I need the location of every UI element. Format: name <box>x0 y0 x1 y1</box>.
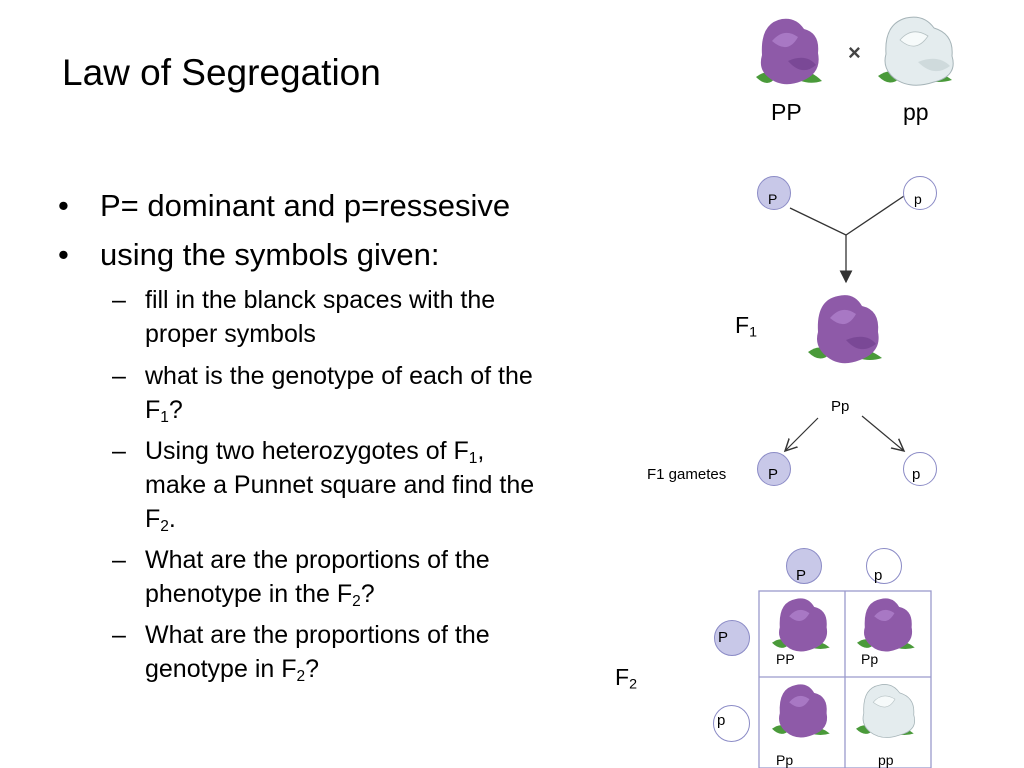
arrow-f1-to-gamete-p-dominant <box>785 417 819 451</box>
punnett-cell-label: Pp <box>861 651 879 667</box>
punnett-grid <box>758 590 932 768</box>
punnett-cell-pp-dominant-flower-icon <box>772 598 830 652</box>
subbullet-text: , make a Punnet square and find the F <box>145 437 535 533</box>
subbullet-text: What are the proportions of the phenotyp… <box>145 546 490 608</box>
punnett-cell-label: PP <box>776 651 795 667</box>
f2-label: F2 <box>615 664 637 693</box>
header-label: P <box>718 629 729 646</box>
dash: – <box>112 621 126 649</box>
punnett-cell-pp-het-flower-icon <box>857 598 915 652</box>
punnett-cell-label: Pp <box>776 752 794 768</box>
header-label: p <box>717 712 726 729</box>
parent-genotype-dominant: PP <box>771 99 802 125</box>
subbullet-text: what is the genotype of each of the F <box>145 362 533 424</box>
slide-title: Law of Segregation <box>62 52 381 93</box>
cross-symbol: × <box>848 40 861 65</box>
f1-label: F1 <box>735 312 757 341</box>
punnett-cell-ph-flower-icon <box>772 684 830 738</box>
gamete-join-lines <box>789 195 905 236</box>
parent-genotype-recessive: pp <box>903 99 929 125</box>
header-label: p <box>874 567 883 584</box>
bullet-dominant-recessive: • P= dominant and p=ressesive <box>58 188 511 224</box>
bullet-text: P= dominant and p=ressesive <box>100 188 511 223</box>
gamete-label: P <box>768 191 778 207</box>
parent-purple-flower-icon <box>756 18 822 85</box>
subbullet-text: ? <box>305 655 320 683</box>
subbullet-genotype-f2: – What are the proportions of the genoty… <box>112 618 565 686</box>
f1-genotype: Pp <box>831 398 850 415</box>
punnett-row-header-dominant: P <box>714 620 750 656</box>
gamete-label: P <box>768 466 779 483</box>
dash: – <box>112 546 126 574</box>
subscript: 2 <box>352 592 361 610</box>
dash: – <box>112 286 126 314</box>
subbullet-text: Using two heterozygotes of F <box>145 437 469 465</box>
dash: – <box>112 362 126 390</box>
subbullet-punnett: – Using two heterozygotes of F1, make a … <box>112 434 550 536</box>
f1-subscript: 1 <box>749 324 757 341</box>
f1-letter: F <box>735 312 750 338</box>
gamete-label: p <box>914 191 922 207</box>
f1-gametes-label: F1 gametes <box>647 466 727 483</box>
punnett-row-header-recessive: p <box>713 705 750 742</box>
subbullet-text: fill in the blanck spaces with the prope… <box>145 286 496 348</box>
punnett-col-header-recessive: p <box>866 548 902 584</box>
dash: – <box>112 437 126 465</box>
gamete-label: p <box>912 466 921 483</box>
gamete-recessive-circle: p <box>903 176 937 210</box>
subbullet-text: ? <box>168 396 183 424</box>
subscript: 1 <box>468 449 478 467</box>
subbullet-phenotype-f2: – What are the proportions of the phenot… <box>112 543 565 611</box>
bullet-dot: • <box>58 237 69 272</box>
f2-letter: F <box>615 664 630 690</box>
subbullet-text: What are the proportions of the genotype… <box>145 621 490 683</box>
parent-white-flower-icon <box>878 16 954 86</box>
subbullet-text: ? <box>360 580 375 608</box>
f2-subscript: 2 <box>629 676 637 693</box>
subscript: 2 <box>296 667 306 685</box>
punnett-cell-label: pp <box>878 752 894 768</box>
bullet-text: using the symbols given: <box>100 237 440 272</box>
punnett-col-header-dominant: P <box>786 548 822 584</box>
subbullet-genotype-f1: – what is the genotype of each of the F1… <box>112 359 565 427</box>
punnett-cell-recessive-white-flower-icon <box>856 684 915 738</box>
arrow-f1-to-gamete-p-recessive <box>861 415 904 451</box>
subscript: 1 <box>160 408 169 426</box>
f1-purple-flower-icon <box>808 295 882 364</box>
subbullet-fill-in: – fill in the blanck spaces with the pro… <box>112 283 565 351</box>
header-label: P <box>796 567 807 584</box>
f1-gamete-recessive-circle: p <box>903 452 937 486</box>
bullet-dot: • <box>58 188 69 223</box>
subbullet-text: . <box>168 505 176 533</box>
gamete-dominant-circle: P <box>757 176 791 210</box>
f1-gamete-dominant-circle: P <box>757 452 791 486</box>
subscript: 2 <box>160 517 169 535</box>
bullet-symbols: • using the symbols given: <box>58 237 440 273</box>
